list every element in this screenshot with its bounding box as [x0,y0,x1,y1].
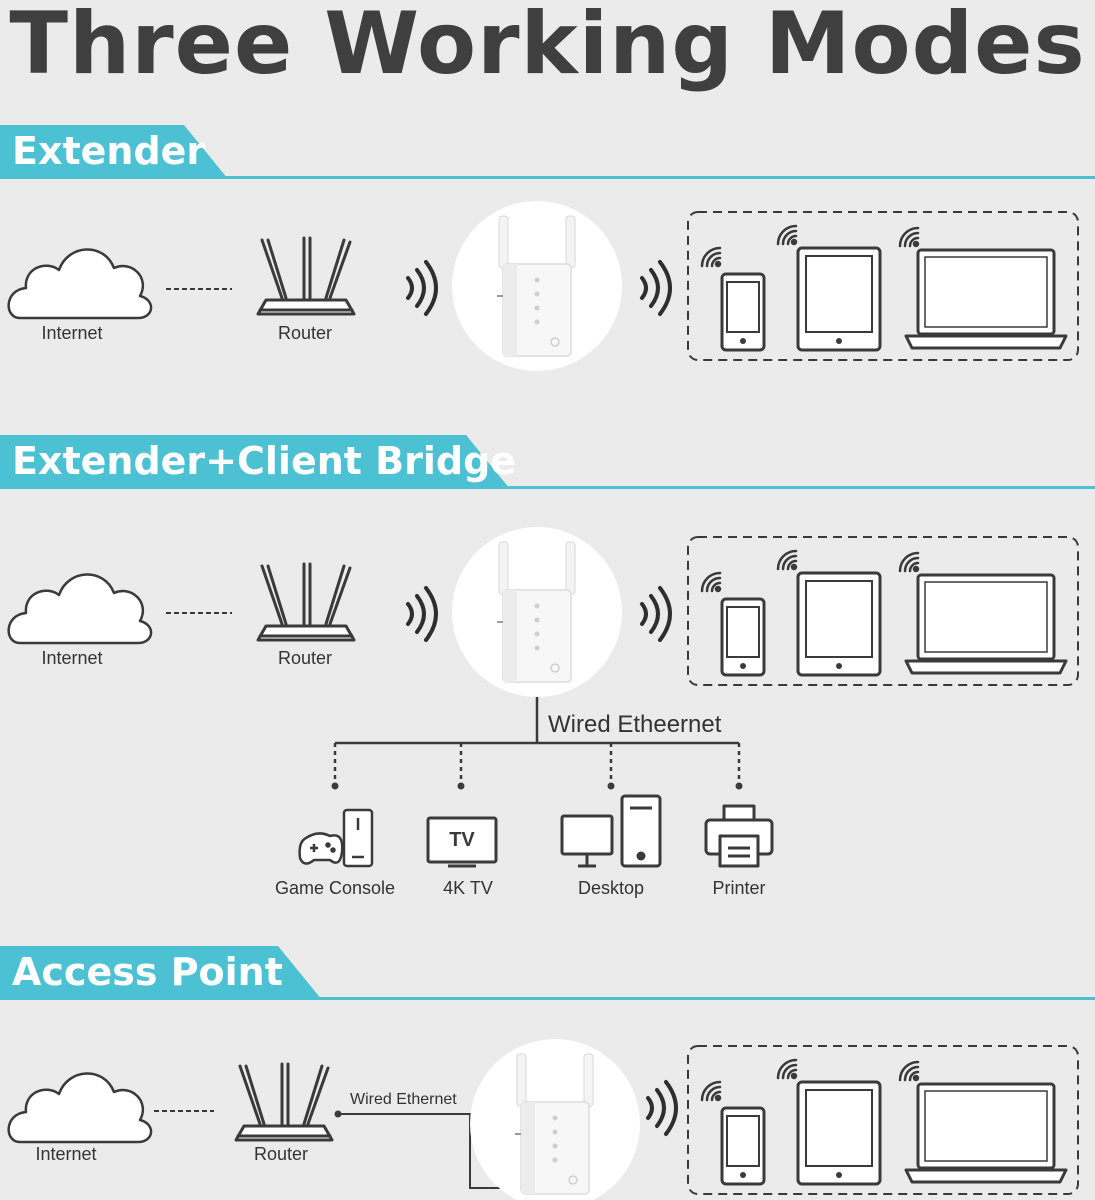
section-title: Extender+Client Bridge [12,439,517,483]
section-title: Extender [12,129,206,173]
printer-icon [704,804,774,868]
internet-label: Internet [41,648,103,668]
wifi-waves-icon [640,586,672,642]
tv-label: 4K TV [443,878,493,898]
extender-device-icon [451,526,623,698]
router-label: Router [277,323,333,343]
client-bridge-mode-diagram: TV [7,526,1078,868]
internet-cloud-icon [7,1072,153,1144]
router-icon [256,236,356,316]
wireless-devices-group [688,212,1078,360]
extender-mode-diagram [7,200,1078,372]
wifi-waves-icon [646,1080,678,1136]
section-title: Access Point [12,950,283,994]
desktop-icon [560,794,662,868]
wired-ethernet-label: Wired Ethernet [350,1091,457,1108]
tv-screen-text: TV [449,829,475,851]
router-label: Router [277,648,333,668]
extender-device-icon [451,200,623,372]
internet-cloud-icon [7,248,153,320]
tv-icon [426,816,498,868]
wired-tree [335,697,739,745]
access-point-mode-diagram [7,1038,1078,1200]
page-title: Three Working Modes [9,0,1086,94]
wifi-waves-icon [406,586,438,642]
desktop-label: Desktop [577,878,645,898]
router-icon [256,562,356,642]
game-console-label: Game Console [274,878,396,898]
internet-label: Internet [35,1144,97,1164]
wireless-devices-group [688,1046,1078,1194]
wired-ethernet-label: Wired Etheernet [548,711,722,738]
internet-cloud-icon [7,573,153,645]
game-console-icon [298,808,374,868]
printer-label: Printer [712,878,766,898]
internet-label: Internet [41,323,103,343]
router-icon [234,1062,334,1142]
router-label: Router [253,1144,309,1164]
extender-device-icon [469,1038,641,1200]
wifi-waves-icon [640,260,672,316]
wireless-devices-group [688,537,1078,685]
wired-ethernet-line [338,1113,510,1189]
wifi-waves-icon [406,260,438,316]
